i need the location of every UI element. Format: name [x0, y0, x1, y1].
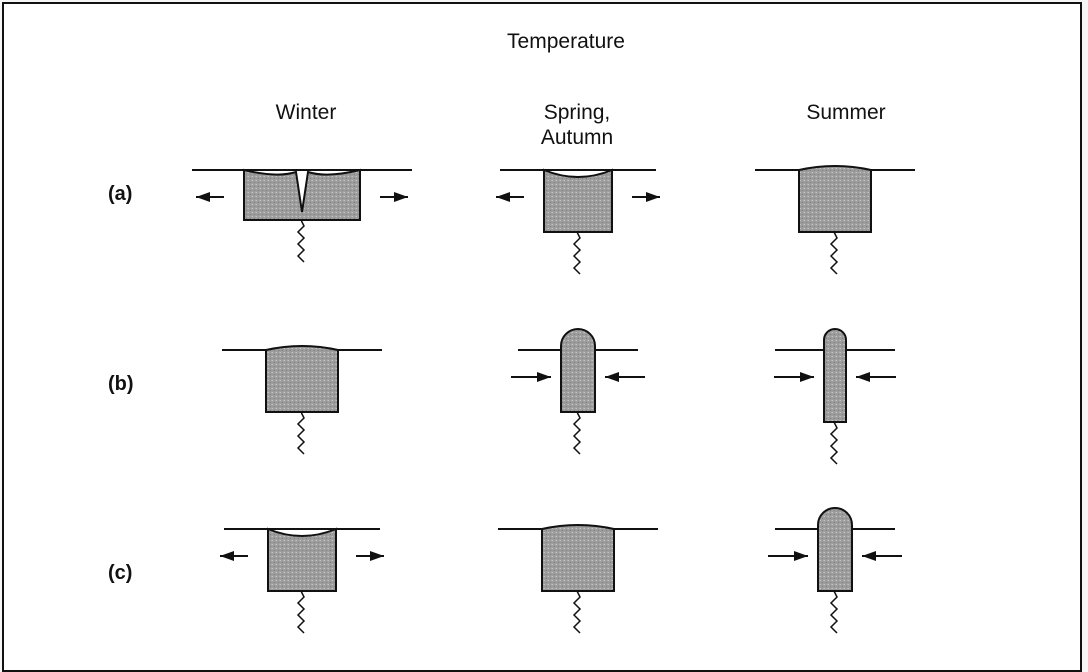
column-header-summer: Summer — [806, 100, 885, 125]
crack-line — [829, 231, 839, 275]
crack-line — [829, 421, 839, 465]
arrow-right-outward-head — [370, 551, 384, 561]
crack-line — [296, 590, 306, 634]
ice-wedge-shape — [543, 168, 613, 233]
crack-cell-row3-col1 — [220, 527, 384, 634]
arrow-left-outward-head — [220, 551, 234, 561]
crack-line — [572, 590, 582, 634]
crack-cell-row2-col3 — [774, 328, 896, 465]
ice-wedge-shape — [541, 524, 615, 592]
crack-line — [296, 219, 306, 263]
arrow-left-outward-head — [196, 192, 210, 202]
row-label-b: (b) — [108, 373, 134, 395]
arrow-left-inward-head — [800, 372, 814, 382]
crack-cell-row3-col2 — [498, 524, 658, 634]
column-header-line1: Summer — [806, 101, 886, 124]
column-header-winter: Winter — [276, 100, 337, 125]
ice-wedge-shape — [823, 328, 847, 423]
column-header-spring-autumn: Spring, Autumn — [541, 100, 613, 150]
crack-line — [296, 411, 306, 455]
arrow-right-inward-head — [862, 551, 876, 561]
arrow-right-outward-head — [394, 192, 408, 202]
crack-line — [572, 231, 582, 275]
ice-wedge-shape — [560, 328, 596, 413]
crack-line — [572, 411, 582, 455]
arrow-right-inward-head — [856, 372, 870, 382]
row-label-c: (c) — [108, 562, 133, 584]
ice-wedge-shape — [817, 507, 853, 592]
crack-cell-row2-col1 — [222, 345, 382, 455]
crack-cell-row1-col2 — [496, 168, 660, 275]
ice-wedge-shape — [243, 168, 361, 221]
crack-cell-row2-col2 — [511, 328, 645, 455]
arrow-left-inward-head — [794, 551, 808, 561]
column-header-line1: Winter — [275, 101, 337, 124]
arrow-right-outward-head — [646, 192, 660, 202]
crack-cell-row1-col3 — [755, 165, 915, 275]
crack-cell-row3-col3 — [768, 507, 902, 634]
crack-line — [829, 590, 839, 634]
ice-wedge-shape — [267, 527, 337, 592]
column-header-line2: Autumn — [540, 126, 614, 149]
arrow-right-inward-head — [605, 372, 619, 382]
column-header-line1: Spring, — [543, 101, 611, 124]
ice-wedge-shape — [265, 345, 339, 413]
ice-wedge-shape — [798, 165, 872, 233]
crack-cell-row1-col1 — [192, 168, 412, 263]
row-label-a: (a) — [108, 183, 133, 205]
arrow-left-outward-head — [496, 192, 510, 202]
arrow-left-inward-head — [537, 372, 551, 382]
figure-title: Temperature — [507, 30, 625, 53]
